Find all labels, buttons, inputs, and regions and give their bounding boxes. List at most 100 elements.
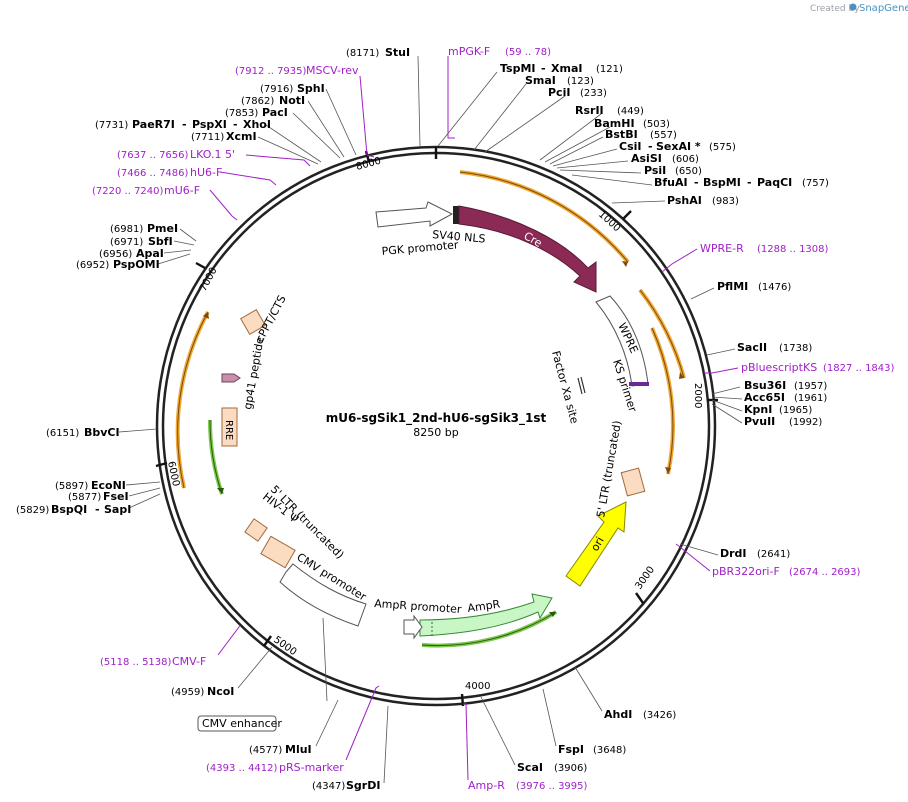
primer-range: (59 .. 78) xyxy=(505,47,551,58)
primer-range: (7637 .. 7656) xyxy=(117,150,189,161)
enzyme-name: AhdI xyxy=(604,708,632,721)
primer-range: (4393 .. 4412) xyxy=(206,763,278,774)
enzyme-name: BspQI xyxy=(51,503,87,516)
svg-text:-: - xyxy=(694,176,699,189)
enzyme-name: KpnI xyxy=(744,403,772,416)
tick-7000 xyxy=(195,261,206,270)
enzyme-pos: (1476) xyxy=(758,282,791,293)
cppt-box xyxy=(240,309,266,335)
ks-primer-mark xyxy=(629,382,649,386)
primer-name: WPRE-R xyxy=(700,242,744,255)
primer-name: hU6-F xyxy=(190,166,222,179)
factor-xa-mark-2 xyxy=(580,376,586,394)
enzyme-pos: (5877) xyxy=(68,492,101,503)
enzyme-pos: (8171) xyxy=(346,48,379,59)
cre-arrow xyxy=(458,205,597,293)
rre-box xyxy=(221,407,238,447)
enzyme-name: XhoI xyxy=(243,118,271,131)
tick-label-6000: 6000 xyxy=(165,460,181,487)
primer-range: (1827 .. 1843) xyxy=(823,363,895,374)
primer-name: pBR322ori-F xyxy=(712,565,780,578)
enzyme-pos: (7731) xyxy=(95,120,128,131)
orange-arc-right-inner xyxy=(650,327,675,475)
hiv-psi-box xyxy=(244,518,268,542)
tick-6000 xyxy=(155,461,168,468)
enzyme-name: PmeI xyxy=(147,222,178,235)
tick-label-3000: 3000 xyxy=(633,565,657,592)
primer-labels: mPGK-F (59 .. 78) (7912 .. 7935) MSCV-re… xyxy=(92,45,895,792)
tick-4000 xyxy=(460,693,465,707)
enzyme-pos: (606) xyxy=(672,154,699,165)
snapgene-logo-icon xyxy=(849,3,857,11)
enzyme-name: PshAI xyxy=(667,194,702,207)
enzyme-name: TspMI xyxy=(500,62,536,75)
svg-text:-: - xyxy=(648,140,653,153)
orange-arc-left xyxy=(175,311,210,489)
enzyme-pos: (503) xyxy=(643,119,670,130)
enzyme-name: SapI xyxy=(104,503,131,516)
primer-name: mPGK-F xyxy=(448,45,490,58)
enzyme-name: BspMI xyxy=(703,176,741,189)
enzyme-name: BbvCI xyxy=(84,426,120,439)
enzyme-pos: (1738) xyxy=(779,343,812,354)
enzyme-name: SphI xyxy=(297,82,325,95)
orange-arc-top-head xyxy=(622,261,628,267)
ampr-promoter-label: AmpR promoter xyxy=(374,597,463,616)
enzyme-pos: (449) xyxy=(617,106,644,117)
primer-name: LKO.1 5' xyxy=(190,148,235,161)
enzyme-pos: (557) xyxy=(650,130,677,141)
ltr-right-label: 5' LTR (truncated) xyxy=(594,420,624,519)
enzyme-name: PaeR7I xyxy=(132,118,175,131)
enzyme-name: PaqCI xyxy=(757,176,792,189)
rre-label: RRE xyxy=(223,420,234,440)
tick-label-7000: 7000 xyxy=(198,266,220,294)
tick-label-2000: 2000 xyxy=(692,383,703,408)
enzyme-name: SmaI xyxy=(525,74,556,87)
ampr-promoter-arrow xyxy=(403,614,423,640)
enzyme-pos: (1961) xyxy=(794,393,827,404)
enzyme-pos: (757) xyxy=(802,178,829,189)
primer-range: (2674 .. 2693) xyxy=(789,567,861,578)
factor-xa-label: Factor Xa site xyxy=(549,349,581,425)
enzyme-name: NotI xyxy=(279,94,305,107)
primer-name: pBluescriptKS xyxy=(741,361,817,374)
primer-range: (7912 .. 7935) xyxy=(235,66,307,77)
svg-text:-: - xyxy=(747,176,752,189)
enzyme-pos: (4577) xyxy=(249,745,282,756)
enzyme-name: PvuII xyxy=(744,415,775,428)
primer-name: CMV-F xyxy=(172,655,206,668)
enzyme-pos: (1965) xyxy=(779,405,812,416)
ampr-arrow xyxy=(419,593,553,637)
enzyme-pos: (2641) xyxy=(757,549,790,560)
enzyme-name: SacII xyxy=(737,341,767,354)
enzyme-name: RsrII xyxy=(575,104,604,117)
ltr-left-box xyxy=(260,535,296,569)
enzyme-pos: (3426) xyxy=(643,710,676,721)
primer-name: mU6-F xyxy=(164,184,200,197)
enzyme-leaders xyxy=(118,55,743,784)
svg-text:-: - xyxy=(95,503,100,516)
enzyme-name: SgrDI xyxy=(346,779,380,792)
watermark-brand: SnapGene xyxy=(859,3,908,14)
enzyme-name: EcoNI xyxy=(91,479,126,492)
factor-xa-mark-1 xyxy=(577,377,583,395)
enzyme-extra: - xyxy=(541,62,546,75)
primer-range: (7466 .. 7486) xyxy=(117,168,189,179)
enzyme-pos: (233) xyxy=(580,88,607,99)
enzyme-pos: (575) xyxy=(709,142,736,153)
enzyme-pos: (7711) xyxy=(191,132,224,143)
watermark-prefix: Created by xyxy=(810,4,860,14)
tick-5000 xyxy=(263,635,272,647)
enzyme-name: AsiSI xyxy=(631,152,662,165)
tick-label-4000: 4000 xyxy=(465,681,490,692)
primer-name: MSCV-rev xyxy=(306,64,359,77)
primer-name: Amp-R xyxy=(468,779,505,792)
enzyme-pos: (6981) xyxy=(110,224,143,235)
enzyme-pos: (7853) xyxy=(225,108,258,119)
enzyme-name: BamHI xyxy=(594,117,635,130)
enzyme-pos: (3906) xyxy=(554,763,587,774)
ori-arrow xyxy=(565,501,627,587)
primer-name: pRS-marker xyxy=(279,761,344,774)
enzyme-pos: (1992) xyxy=(789,417,822,428)
